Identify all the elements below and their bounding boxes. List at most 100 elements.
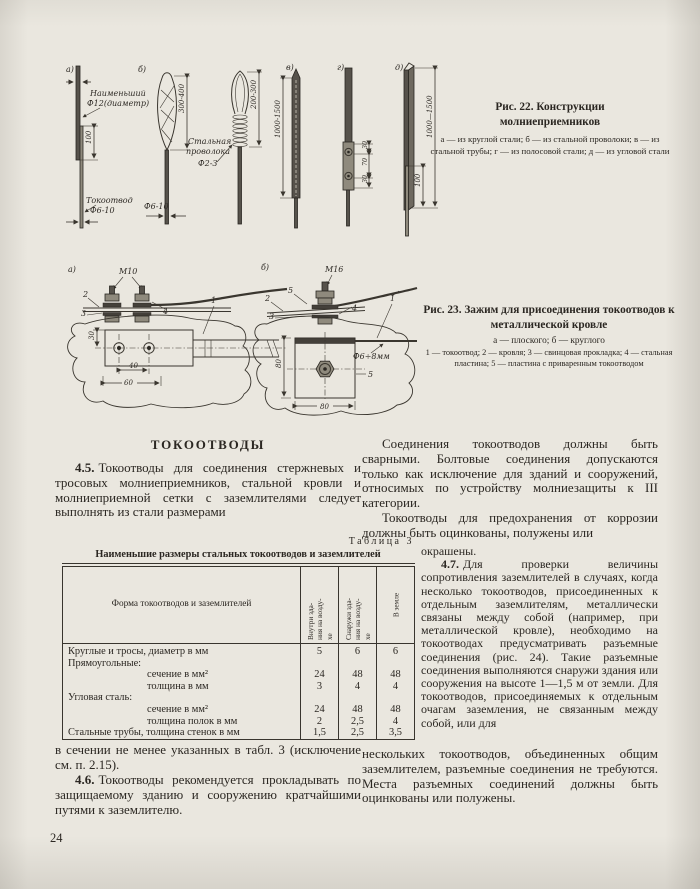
fig23-a-bolt-right: [132, 285, 152, 323]
cell-outside: 6: [338, 643, 377, 658]
fig22-dim-70: 70: [362, 158, 369, 166]
fig22-annotation-min-diameter: Наименьший: [89, 89, 146, 98]
cell-ground: 48: [376, 703, 415, 716]
cell-inside: [300, 692, 339, 704]
table-row: толщина полок в мм 2 2,5 4: [63, 715, 415, 728]
table-row: толщина в мм 3 4 4: [63, 680, 415, 693]
fig22-lightning-rod-drawings: а) Наименьший Ф12(диаметр) 100 Токоотвод…: [66, 62, 438, 237]
cell-outside: 48: [338, 669, 377, 681]
cell-ground: 4: [376, 680, 415, 693]
cell-ground: 6: [376, 643, 415, 658]
fig23-a-part-1: 1: [211, 296, 216, 305]
fig22-variant-a: а) Наименьший Ф12(диаметр) 100 Токоотвод…: [66, 65, 149, 229]
cell-inside: 3: [300, 680, 339, 693]
fig23-caption: Рис. 23. Зажим для присоединения токоотв…: [418, 303, 680, 370]
fig22-variant-d: д) 1000—1500 100: [395, 62, 438, 237]
table-3: Форма токоотводов и заземлителей Внутри …: [62, 563, 415, 740]
paragraph-after-table: в сечении не менее указанных в табл. 3 (…: [55, 742, 361, 772]
fig22-label-g: г): [337, 63, 344, 72]
fig22-dim-30-bottom: 30: [362, 175, 369, 183]
cell-ground: 3,5: [376, 727, 415, 740]
cell-outside: [338, 692, 377, 704]
paragraph-4-6-number: 4.6.: [75, 772, 95, 787]
cell-inside: 5: [300, 643, 339, 658]
table-row: Стальные трубы, толщина стенок в мм 1,5 …: [63, 727, 415, 740]
cell-form: сечение в мм²: [147, 669, 209, 681]
cell-ground: [376, 657, 415, 670]
table-row: Угловая сталь:: [63, 692, 415, 704]
fig23-a-dim-30: 30: [88, 331, 96, 340]
fig22-label-a: а): [66, 65, 74, 74]
fig23-caption-title: Рис. 23. Зажим для присоединения токоотв…: [423, 304, 675, 331]
table-3-header-outside: Снаружи зда- ния на возду- хе: [338, 565, 377, 644]
cell-ground: 4: [376, 715, 415, 728]
fig22-label-b: б): [138, 65, 146, 74]
table-row: Круглые и тросы, диаметр в мм 5 6 6: [63, 643, 415, 658]
fig22-annotation-f6-10: Ф6-10: [90, 206, 115, 215]
page-number: 24: [50, 831, 63, 845]
fig23-variant-a: а) М10 2 3 4: [67, 265, 288, 409]
fig23-b-dim-80-w: 80: [320, 403, 329, 411]
paragraph-4-5-number: 4.5.: [75, 460, 95, 475]
fig22-variant-g: г) 30 70 30: [337, 63, 373, 227]
cell-form: Угловая сталь:: [68, 692, 133, 704]
fig22-annotation-wire-dia: Ф2-3: [198, 159, 218, 168]
table-row: Прямоугольные:: [63, 657, 415, 670]
fig23-a-bolt-left: [102, 285, 122, 323]
fig22-caption-legend: а — из круглой стали; б — из стальной пр…: [430, 134, 670, 156]
fig23-b-part-5-plate: 5: [368, 370, 373, 379]
table-3-header-inside: Внутри зда- ния на возду- хе: [300, 565, 339, 644]
cell-form: Прямоугольные:: [68, 657, 142, 669]
cell-ground: [376, 692, 415, 704]
paragraph-4-7-number: 4.7.: [441, 557, 459, 572]
fig22-label-v: в): [286, 63, 294, 72]
cell-form: толщина полок в мм: [147, 715, 238, 727]
fig23-b-part-3: 3: [269, 312, 274, 321]
cell-inside: 2: [300, 715, 339, 728]
paragraph-joints: Соединения токоотводов должны быть сварн…: [362, 436, 658, 511]
table-3-header-ground: В земле: [376, 565, 415, 644]
fig23-caption-legend-1: а — плоского; б — круглого: [493, 336, 605, 347]
cell-outside: [338, 657, 377, 670]
fig22-dim-1000-1500-d: 1000—1500: [426, 95, 434, 138]
section-heading-tokootvody: ТОКООТВОДЫ: [150, 437, 266, 452]
table-3-header-form: Форма токоотводов и заземлителей: [62, 565, 301, 644]
fig23-label-b: б): [261, 263, 269, 272]
cell-form: Стальные трубы, толщина стенок в мм: [68, 727, 240, 739]
cell-form: сечение в мм²: [147, 703, 209, 715]
table-row: сечение в мм² 24 48 48: [63, 703, 415, 716]
fig22-annotation-wire-2: проволока: [186, 147, 230, 156]
fig23-a-part-3: 3: [81, 309, 86, 318]
fig23-label-m10: М10: [118, 267, 137, 276]
cell-inside: 24: [300, 669, 339, 681]
fig22-dim-overlap-100: 100: [85, 130, 93, 144]
cell-outside: 2,5: [338, 727, 377, 740]
paragraph-4-7: 4.7.Для проверки величины сопротивления …: [421, 558, 658, 730]
fig22-variant-v: в) 1000-1500: [274, 63, 301, 229]
table-3-header-inside-text: Внутри зда- ния на возду- хе: [305, 598, 334, 640]
fig23-label-a: а): [68, 265, 76, 274]
paragraph-4-6-text: Токоотводы рекомендуется прокладывать по…: [55, 772, 361, 817]
table-3-title: Наименьшие размеры стальных токоотводов …: [95, 549, 381, 560]
cell-form: Круглые и тросы, диаметр в мм: [68, 646, 209, 657]
fig22-caption-title: Рис. 22. Конструкции молниеприемников: [495, 101, 605, 128]
fig22-caption: Рис. 22. Конструкции молниеприемников а …: [424, 100, 676, 158]
cell-form: толщина в мм: [147, 680, 209, 692]
paragraph-4-5-text: Токоотводы для соединения стержневых и т…: [55, 460, 361, 520]
cell-inside: 1,5: [300, 727, 339, 740]
fig22-annotation-f6-10-b: Ф6-10: [144, 202, 169, 211]
paragraph-corrosion-start: Токоотводы для предохранения от коррозии…: [362, 509, 658, 540]
cell-outside: 4: [338, 680, 377, 693]
cell-ground: 48: [376, 669, 415, 681]
table-row: сечение в мм² 24 48 48: [63, 669, 415, 681]
cell-inside: 24: [300, 703, 339, 716]
fig23-b-dim-80-h: 80: [275, 359, 283, 368]
fig22-variant-b: б) 300-400 Ф6-10 200-300 Стальная про: [138, 65, 262, 225]
fig22-dim-1000-1500-v: 1000-1500: [274, 99, 282, 138]
paragraph-4-5: 4.5.Токоотводы для соединения стержневых…: [55, 460, 361, 520]
fig23-a-part-4: 4: [162, 307, 168, 316]
cell-outside: 48: [338, 703, 377, 716]
cell-outside: 2,5: [338, 715, 377, 728]
paragraph-corrosion-end: окрашены.: [421, 544, 477, 558]
